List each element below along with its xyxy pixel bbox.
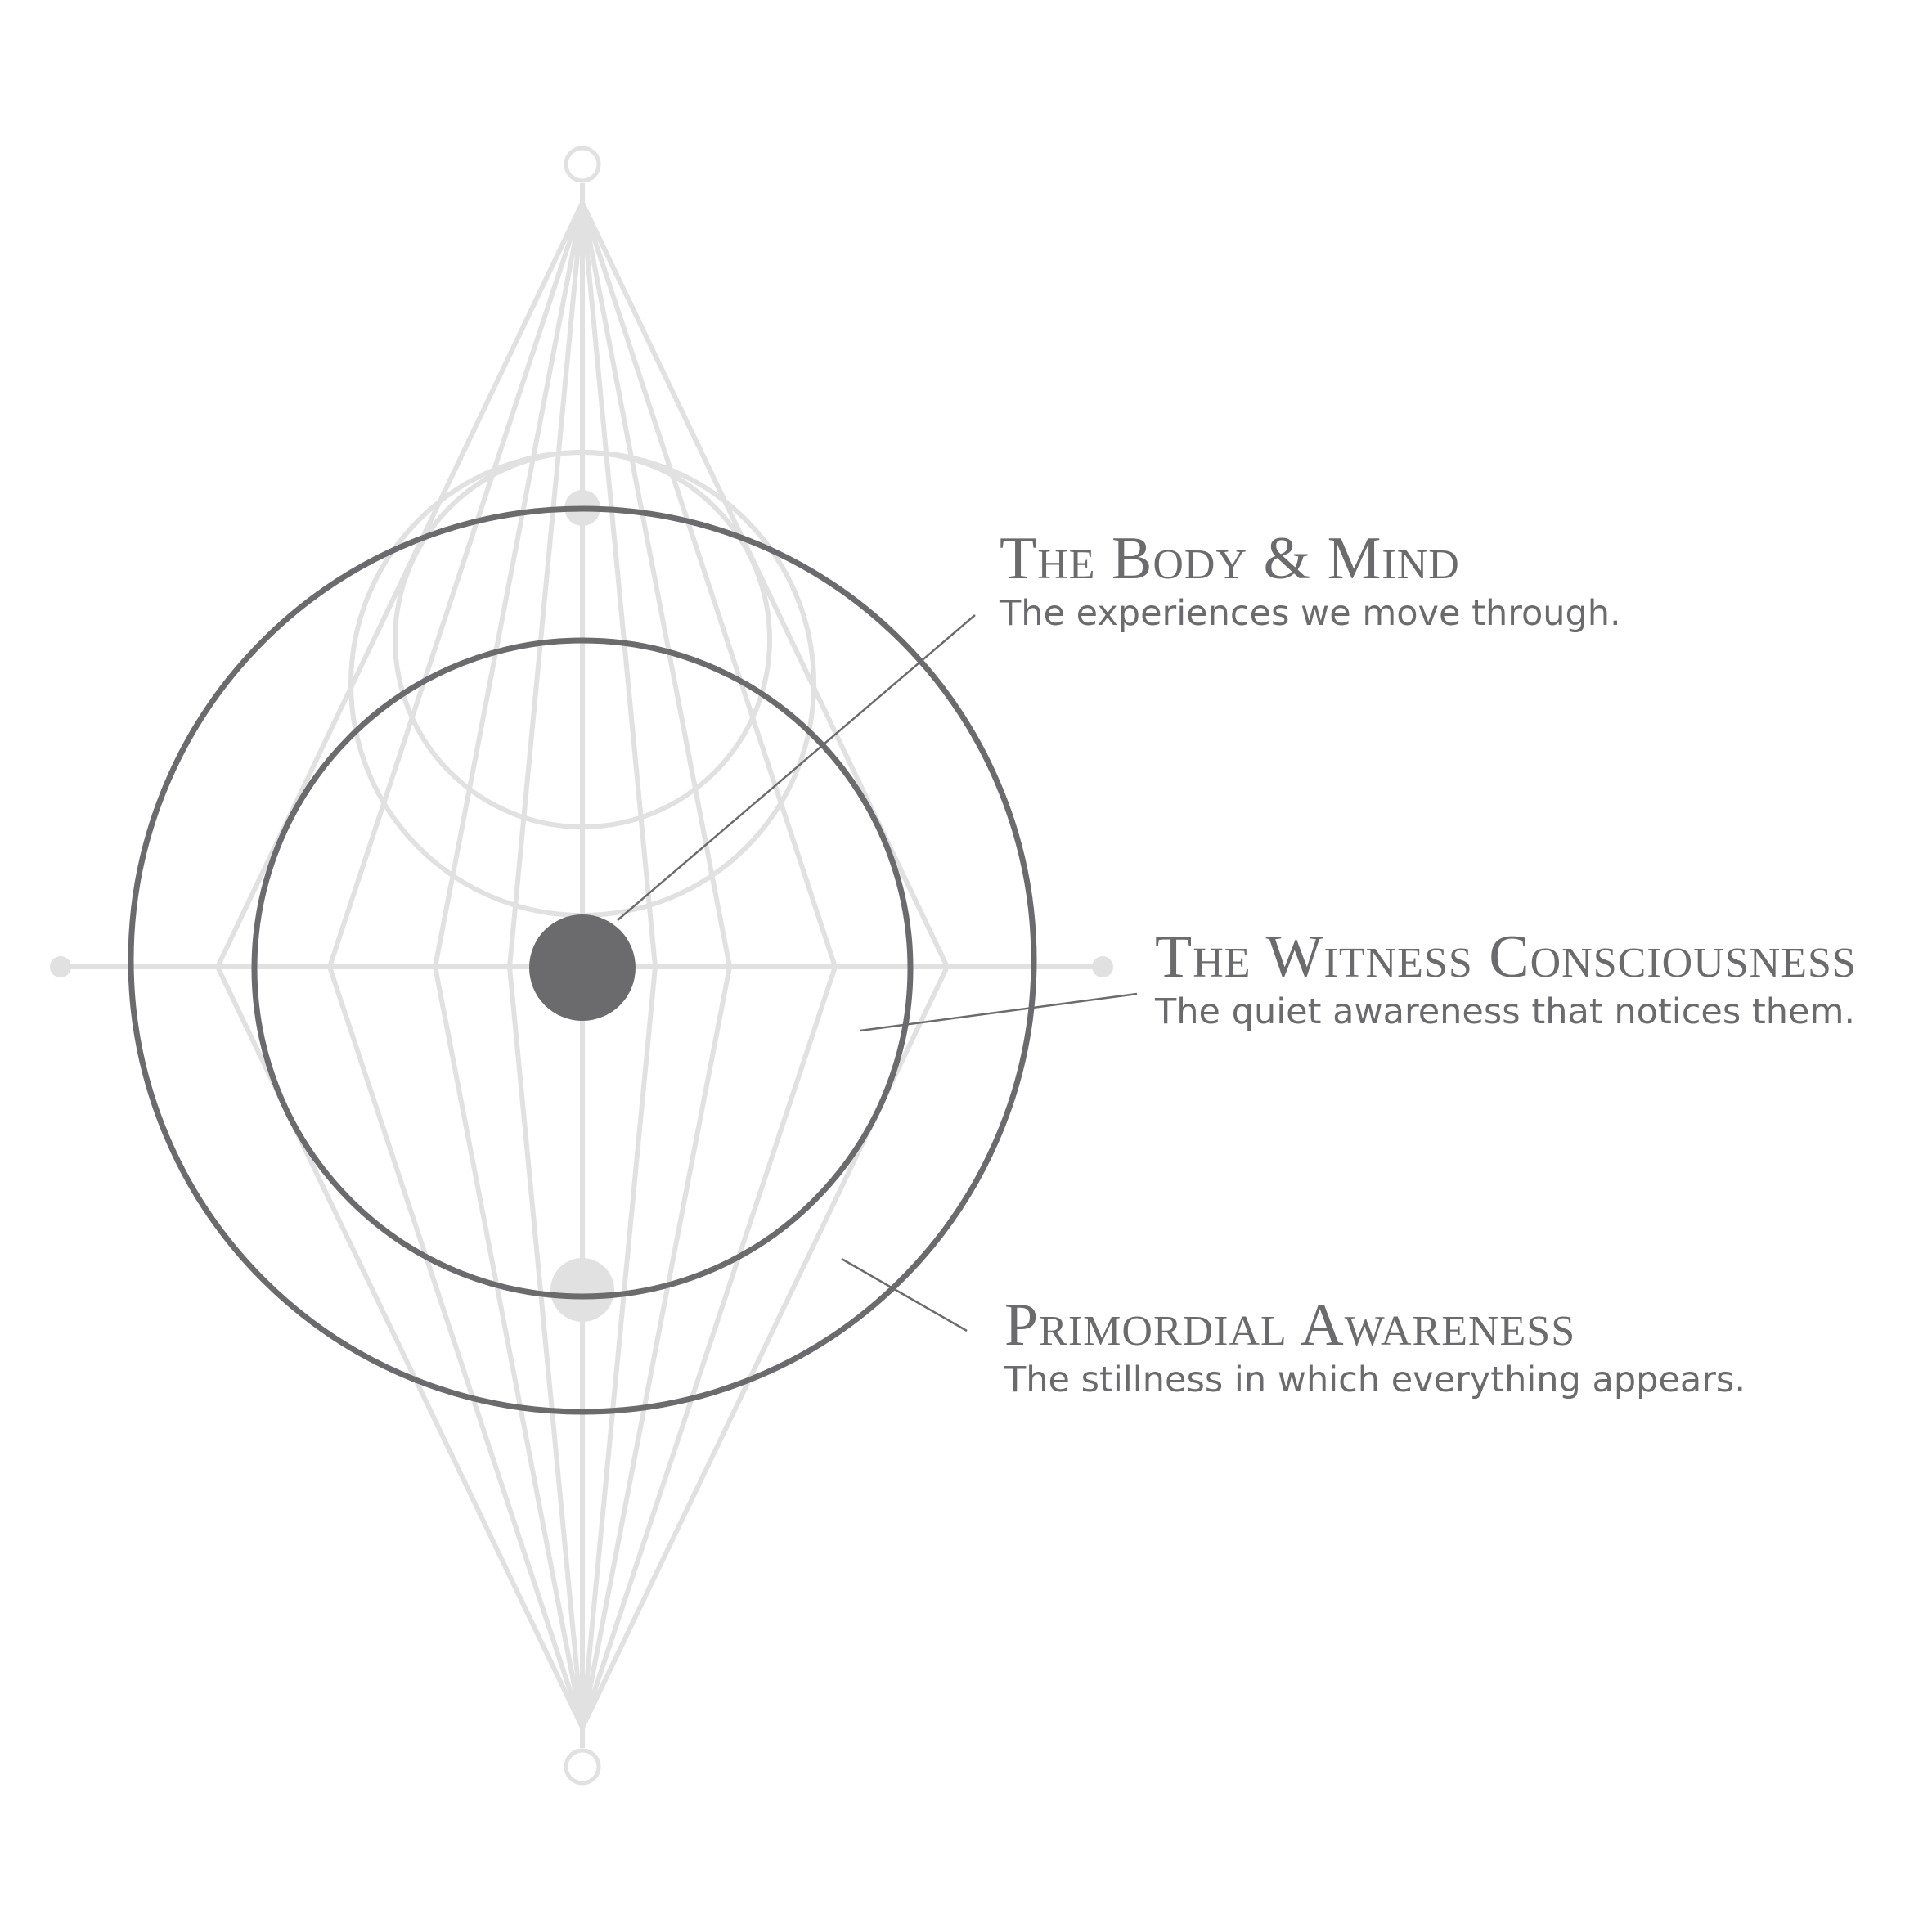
fan-line xyxy=(507,202,585,968)
fan-line xyxy=(580,202,658,968)
label-witness-title: The Witness Consciousness xyxy=(1155,923,1857,991)
label-body-mind-subtitle: The experiences we move through. xyxy=(1000,593,1621,634)
label-witness: The Witness Consciousness The quiet awar… xyxy=(1155,927,1857,1032)
fan-line xyxy=(433,202,585,968)
leader-line-body-mind xyxy=(617,614,976,921)
label-body-mind: The Body & Mind The experiences we move … xyxy=(1000,528,1621,634)
fan-line xyxy=(433,966,585,1728)
label-primordial-subtitle: The stillness in which everything appear… xyxy=(1004,1359,1746,1400)
fan-line xyxy=(507,966,585,1728)
leader-line-witness xyxy=(860,992,1138,1032)
terminal-rings xyxy=(564,146,601,1786)
right-axis-node xyxy=(1092,956,1113,977)
geometry-guides xyxy=(61,183,1103,1748)
bottom-terminal-ring xyxy=(564,1748,601,1786)
lower-fan-lines xyxy=(215,965,950,1729)
fan-line xyxy=(580,966,732,1728)
outer-ring xyxy=(128,505,1037,1415)
fan-line xyxy=(215,201,585,968)
fan-line xyxy=(327,966,585,1728)
fan-line xyxy=(580,966,838,1728)
top-terminal-ring xyxy=(564,146,601,183)
label-primordial-title: Primordial Awareness xyxy=(1004,1292,1576,1359)
awareness-rings xyxy=(128,505,1037,1415)
leader-line-primordial xyxy=(841,1257,968,1332)
left-axis-node xyxy=(50,956,71,977)
center-dot xyxy=(529,914,636,1021)
label-primordial: Primordial Awareness The stillness in wh… xyxy=(1004,1295,1746,1400)
label-witness-subtitle: The quiet awareness that notices them. xyxy=(1155,991,1856,1032)
fan-line xyxy=(327,202,585,968)
inner-ring xyxy=(251,637,914,1300)
label-body-mind-title: The Body & Mind xyxy=(1000,525,1460,592)
fan-line xyxy=(580,202,732,968)
fan-line xyxy=(580,966,658,1728)
lower-node xyxy=(550,1258,614,1322)
fan-line xyxy=(580,201,950,968)
leader-lines xyxy=(617,614,1138,1332)
fan-line xyxy=(580,202,838,968)
